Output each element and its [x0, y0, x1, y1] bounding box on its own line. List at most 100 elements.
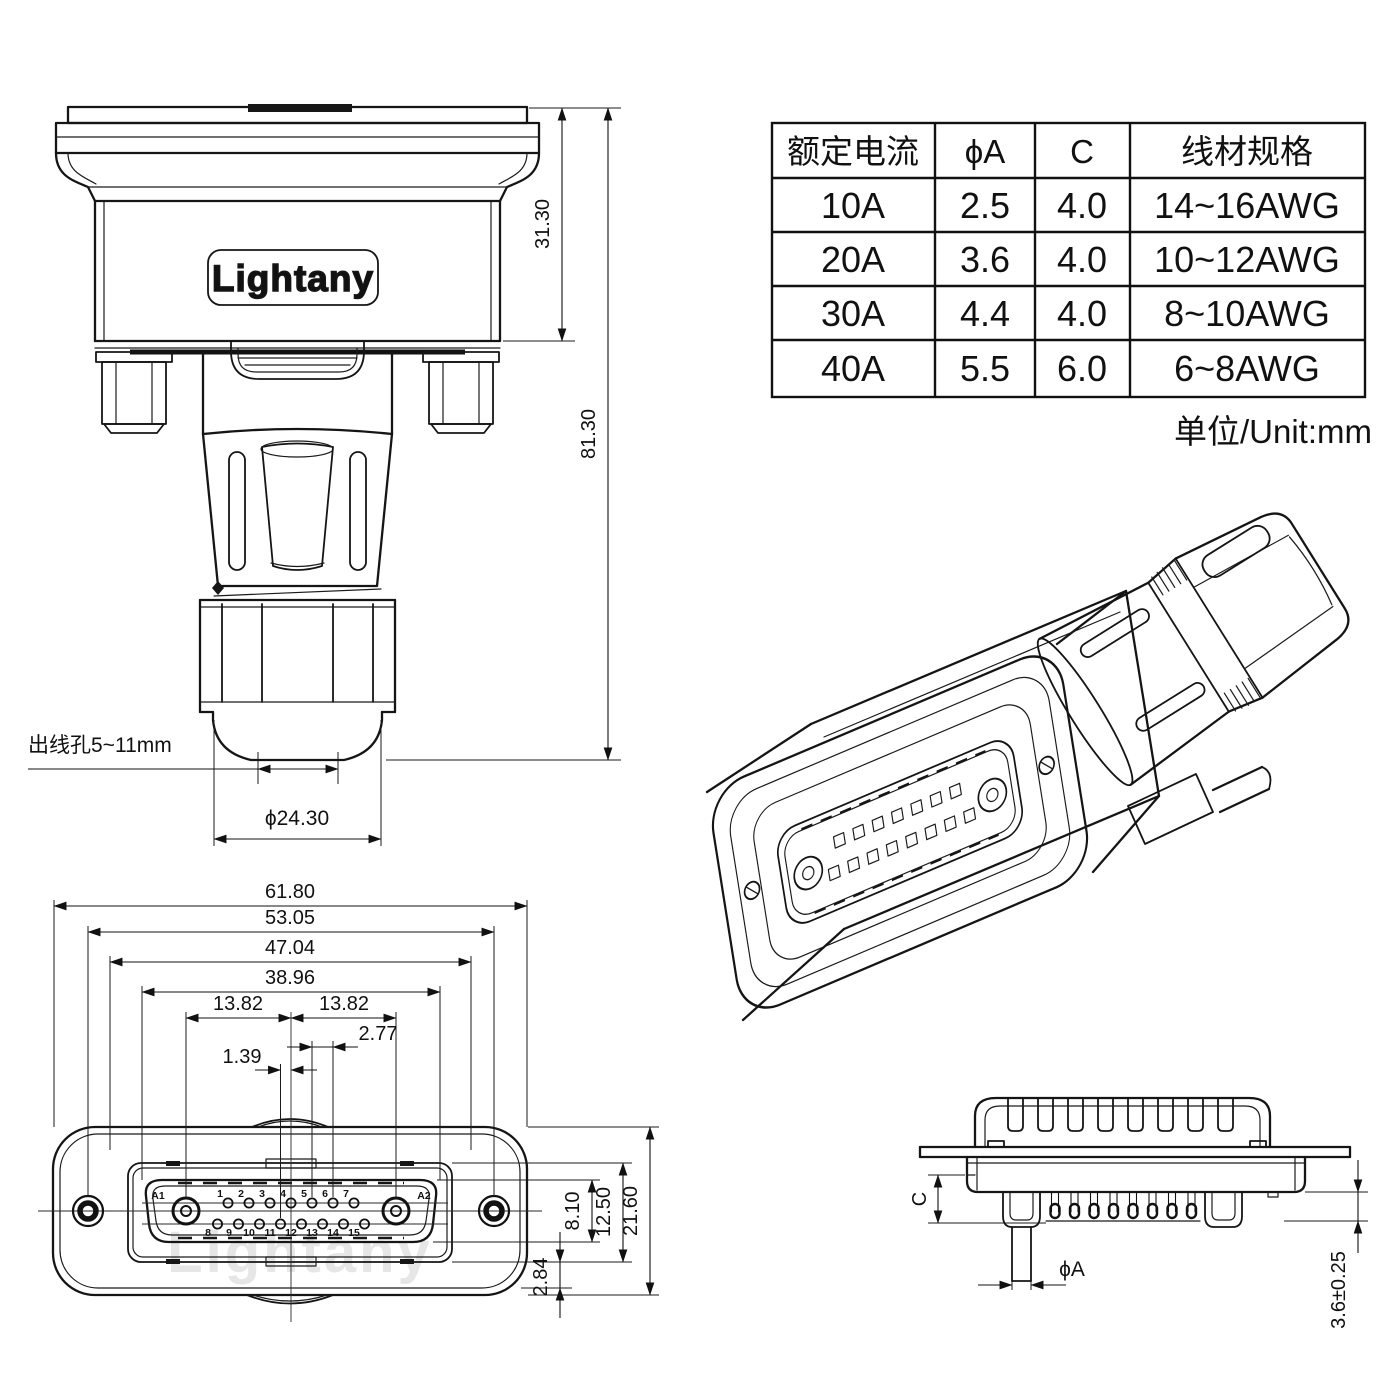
dim-a1-center-label: 13.82 — [213, 993, 263, 1015]
dim-total-height: 81.30 — [386, 107, 621, 761]
index-diamond — [212, 581, 224, 595]
dim-recess-height-label: 12.50 — [593, 1187, 615, 1237]
pin-label-8: 8 — [205, 1227, 211, 1239]
contact-a1-label: A1 — [151, 1190, 165, 1202]
cell-c-10a: 4.0 — [1057, 185, 1107, 226]
dim-upper-height-label: 31.30 — [532, 199, 554, 249]
face-recess — [127, 1162, 453, 1263]
latch-tab — [230, 340, 365, 380]
dim-pin-diameter-label: ϕA — [1059, 1258, 1085, 1281]
pins-top-row — [222, 1197, 360, 1209]
pin-label-9: 9 — [226, 1227, 232, 1239]
pin-label-3: 3 — [259, 1188, 265, 1200]
front-view: Lightany — [28, 104, 621, 846]
pin-label-1: 1 — [217, 1188, 223, 1200]
pin-label-13: 13 — [306, 1227, 318, 1239]
screw-post-right — [422, 351, 500, 434]
face-view: Lightany A1 — [38, 881, 659, 1322]
iso-view — [705, 512, 1350, 1022]
iso-latch — [1127, 765, 1272, 845]
brand-logo: Lightany — [207, 249, 379, 306]
cable-hole-label: 出线孔5~11mm — [28, 734, 172, 757]
side-body — [965, 1155, 1307, 1198]
dim-gland-diameter: ϕ24.30 — [213, 720, 382, 846]
side-shell-slots — [1007, 1097, 1234, 1132]
brand-logo-text: Lightany — [212, 258, 374, 299]
iso-cable-gland — [1036, 512, 1350, 787]
table-row-10a: 10A 2.5 4.0 14~16AWG — [821, 185, 1340, 226]
gland-dome — [211, 710, 384, 762]
dim-width-overall-label: 61.80 — [265, 881, 315, 903]
cell-c-20a: 4.0 — [1057, 239, 1107, 280]
side-power-pin-left — [1002, 1191, 1041, 1282]
strain-relief — [201, 350, 394, 597]
dim-pin-length: C — [909, 1174, 1046, 1224]
pin-label-7: 7 — [343, 1188, 349, 1200]
pin-label-4: 4 — [280, 1188, 286, 1200]
cell-phia-30a: 4.4 — [960, 293, 1010, 334]
side-flange — [918, 1140, 1352, 1159]
pins-bottom-row — [211, 1218, 370, 1230]
cell-phia-20a: 3.6 — [960, 239, 1010, 280]
table-header-wire: 线材规格 — [1181, 133, 1313, 170]
cell-current-30a: 30A — [821, 293, 885, 334]
table-row-20a: 20A 3.6 4.0 10~12AWG — [821, 239, 1340, 280]
table-row-40a: 40A 5.5 6.0 6~8AWG — [821, 348, 1320, 389]
pin-label-10: 10 — [243, 1227, 255, 1239]
pin-label-5: 5 — [301, 1188, 307, 1200]
dim-total-height-label: 81.30 — [578, 409, 600, 459]
cell-current-40a: 40A — [821, 348, 885, 389]
watermark: Lightany — [167, 1220, 433, 1285]
cell-current-20a: 20A — [821, 239, 885, 280]
side-view: C ϕA 3.6±0.25 — [909, 1096, 1368, 1329]
gland-nut — [198, 598, 397, 714]
dim-tail-height: 3.6±0.25 — [1284, 1160, 1368, 1329]
cell-current-10a: 10A — [821, 185, 885, 226]
table-header-phi-a: ϕA — [965, 133, 1006, 170]
pin-label-2: 2 — [238, 1188, 244, 1200]
cell-c-40a: 6.0 — [1057, 348, 1107, 389]
table-header-c: C — [1070, 133, 1094, 170]
face-dims-top: 61.80 53.05 47.04 38.96 13.82 13.82 — [53, 881, 528, 1218]
cell-phia-10a: 2.5 — [960, 185, 1010, 226]
side-signal-pins — [1045, 1192, 1201, 1222]
unit-note: 单位/Unit:mm — [1174, 413, 1372, 450]
dim-upper-height: 31.30 — [503, 107, 575, 342]
dim-tail-height-label: 3.6±0.25 — [1328, 1251, 1350, 1329]
dim-shell-width-label: 47.04 — [265, 937, 315, 959]
side-power-pin-right — [1204, 1191, 1243, 1228]
dim-row-offset-label: 1.39 — [223, 1046, 262, 1068]
dim-pin-diameter: ϕA — [978, 1258, 1085, 1290]
dim-bottom-offset-label: 2.84 — [530, 1258, 552, 1297]
spec-table: 额定电流 ϕA C 线材规格 10A 2.5 4.0 14~16AWG 20A … — [770, 121, 1372, 450]
dim-gland-diameter-label: ϕ24.30 — [265, 807, 329, 830]
screw-post-left — [95, 351, 173, 434]
pin-label-11: 11 — [264, 1227, 275, 1239]
cell-phia-40a: 5.5 — [960, 348, 1010, 389]
iso-flange-face — [711, 655, 1089, 1009]
pin-label-12: 12 — [285, 1227, 297, 1239]
contact-a2-label: A2 — [417, 1190, 431, 1202]
dim-pin-pitch-label: 2.77 — [359, 1023, 398, 1045]
gland-knurl — [1151, 559, 1262, 712]
cell-c-30a: 4.0 — [1057, 293, 1107, 334]
iso-body — [705, 589, 1161, 1022]
pin-label-6: 6 — [322, 1188, 328, 1200]
side-shell — [973, 1096, 1272, 1149]
iso-jack-screws — [743, 755, 1055, 901]
dim-center-a2-label: 13.82 — [319, 993, 369, 1015]
table-row-30a: 30A 4.4 4.0 8~10AWG — [821, 293, 1330, 334]
pin-label-14: 14 — [327, 1227, 339, 1239]
contact-a2: A2 — [381, 1190, 431, 1226]
cell-wire-30a: 8~10AWG — [1164, 293, 1330, 334]
cable-hole-callout: 出线孔5~11mm — [28, 734, 339, 784]
dim-insert-height-label: 8.10 — [562, 1192, 584, 1231]
face-dims-right: 8.10 12.50 21.60 2.84 — [433, 1126, 659, 1318]
iso-signal-pins — [827, 782, 977, 882]
cell-wire-20a: 10~12AWG — [1154, 239, 1340, 280]
dim-pin-length-label: C — [909, 1192, 931, 1206]
iso-power-contacts — [793, 777, 1008, 891]
dim-height-overall-label: 21.60 — [620, 1186, 642, 1236]
